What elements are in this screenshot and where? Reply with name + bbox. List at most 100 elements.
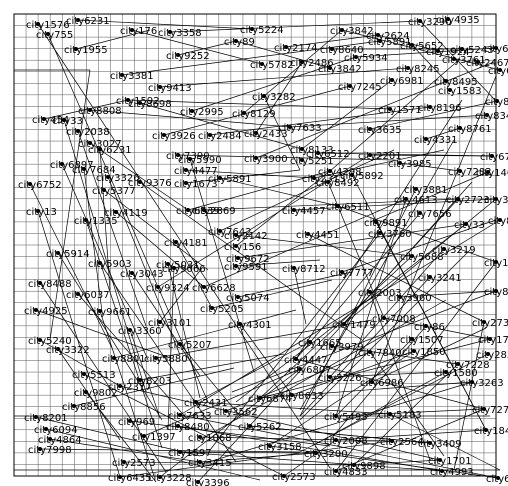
- city-marker: [98, 147, 102, 151]
- city-label: city3985: [388, 159, 432, 170]
- city-marker: [326, 180, 330, 184]
- route-line: [199, 436, 391, 442]
- city-marker: [444, 79, 448, 83]
- city-marker: [218, 229, 222, 233]
- city-marker: [46, 32, 50, 36]
- route-line: [103, 189, 209, 271]
- city-label: city755: [36, 30, 73, 41]
- city-marker: [350, 173, 354, 177]
- city-label: city3979: [320, 342, 364, 353]
- city-marker: [406, 66, 410, 70]
- city-marker: [438, 458, 442, 462]
- city-marker: [130, 28, 134, 32]
- city-marker: [352, 463, 356, 467]
- city-marker: [74, 47, 78, 51]
- route-line: [163, 85, 351, 136]
- city-label: city5251: [290, 156, 334, 167]
- city-label: city5903: [88, 259, 132, 270]
- route-line: [123, 461, 355, 466]
- route-line: [155, 319, 373, 359]
- city-marker: [178, 450, 182, 454]
- route-line: [177, 154, 395, 161]
- city-marker: [476, 60, 480, 64]
- route-line: [295, 212, 421, 360]
- city-marker: [176, 424, 180, 428]
- city-marker: [300, 158, 304, 162]
- city-marker: [248, 424, 252, 428]
- city-label: city3415: [188, 458, 232, 469]
- city-label: city1924: [426, 47, 470, 58]
- city-label: city7777: [330, 268, 374, 279]
- route-line: [225, 351, 371, 412]
- route-line: [89, 109, 291, 128]
- city-label: city4833: [324, 467, 368, 478]
- city-label: city6981: [380, 76, 424, 87]
- city-marker: [442, 247, 446, 251]
- city-markers: [28, 17, 502, 484]
- route-line: [209, 106, 431, 136]
- city-label: city7642: [208, 227, 252, 238]
- route-line: [255, 61, 495, 159]
- route-line: [341, 219, 497, 273]
- city-label: city9898: [342, 461, 386, 472]
- city-label: city5262: [238, 422, 282, 433]
- city-label: city9413: [148, 83, 192, 94]
- city-marker: [410, 337, 414, 341]
- city-marker: [440, 469, 444, 473]
- city-marker: [208, 133, 212, 137]
- city-label: city8346: [475, 111, 508, 122]
- city-label: city1955: [64, 45, 108, 56]
- city-label: city86: [414, 322, 445, 333]
- city-label: city5688: [400, 252, 444, 263]
- city-label: city4181: [164, 238, 208, 249]
- city-label: city969: [118, 417, 155, 428]
- route-line: [255, 61, 303, 134]
- city-label: city8633: [280, 391, 324, 402]
- city-marker: [118, 384, 122, 388]
- route-line: [99, 262, 237, 463]
- city-label: city4925: [24, 306, 68, 317]
- city-label: city8480: [166, 422, 210, 433]
- route-line: [119, 385, 441, 461]
- city-marker: [348, 84, 352, 88]
- city-label: city2431: [184, 398, 228, 409]
- city-label: city454: [32, 115, 69, 126]
- city-marker: [300, 147, 304, 151]
- city-marker: [254, 156, 258, 160]
- route-line: [371, 75, 497, 383]
- route-line: [77, 293, 189, 421]
- city-label: city282: [476, 350, 508, 361]
- route-line: [39, 339, 121, 387]
- city-label: city1701: [428, 456, 472, 467]
- city-label: city1850: [402, 347, 446, 358]
- city-label: city3200: [304, 449, 348, 460]
- city-marker: [418, 211, 422, 215]
- city-label: city3562: [214, 407, 258, 418]
- city-marker: [340, 28, 344, 32]
- city-marker: [138, 101, 142, 105]
- city-label: city5891: [368, 37, 412, 48]
- city-label: city5934: [344, 53, 388, 64]
- city-label: city2869: [192, 206, 236, 217]
- city-marker: [38, 447, 42, 451]
- city-marker: [382, 316, 386, 320]
- route-line: [129, 420, 331, 447]
- city-marker: [82, 167, 86, 171]
- route-line: [77, 130, 147, 327]
- city-label: city6874: [248, 394, 292, 405]
- city-label: city9591: [224, 262, 268, 273]
- city-marker: [398, 295, 402, 299]
- route-line: [191, 56, 357, 112]
- city-marker: [210, 306, 214, 310]
- city-label: city2573: [272, 472, 316, 483]
- city-marker: [98, 309, 102, 313]
- route-line: [177, 40, 237, 56]
- route-line: [271, 350, 415, 445]
- city-marker: [448, 88, 452, 92]
- route-line: [159, 267, 203, 323]
- city-marker: [334, 438, 338, 442]
- route-line: [235, 170, 331, 247]
- route-line: [29, 183, 113, 349]
- city-label: city2484: [198, 131, 242, 142]
